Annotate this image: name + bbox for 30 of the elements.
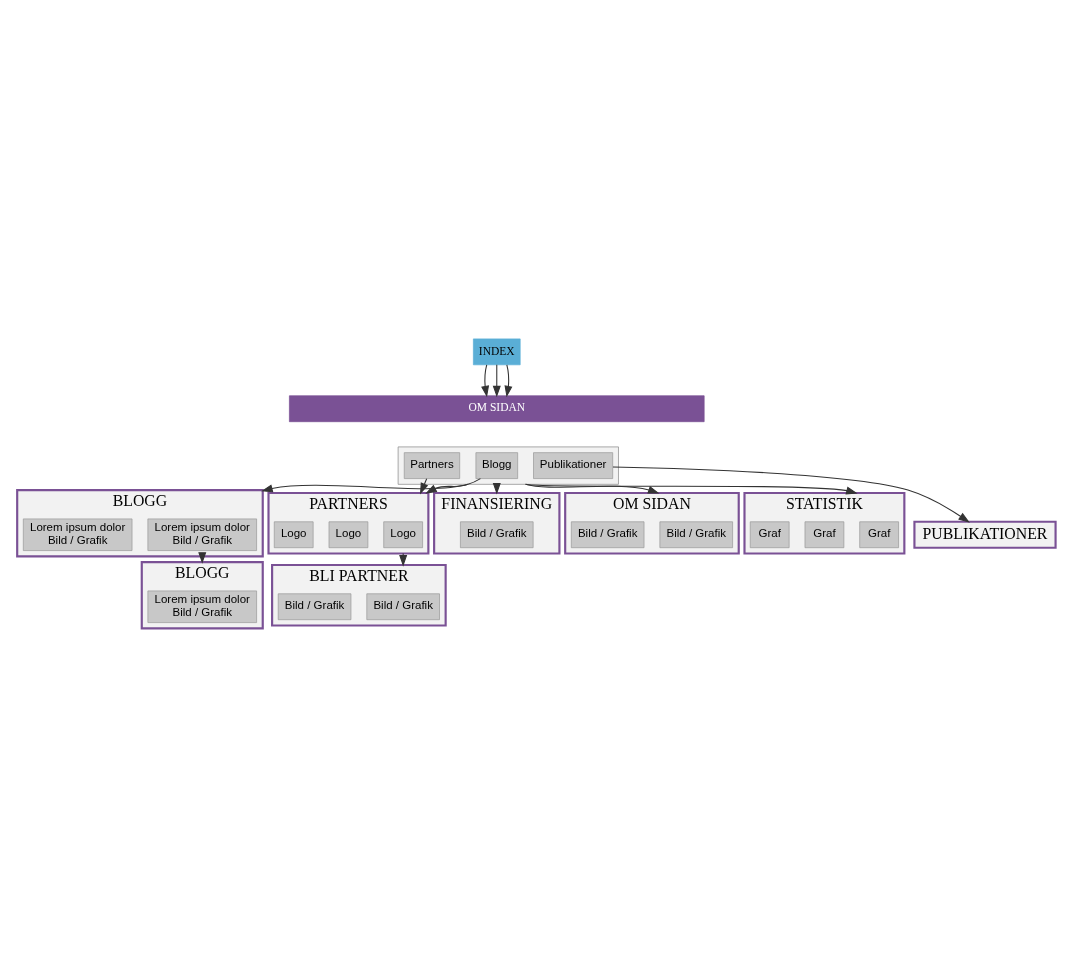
arrow: [399, 552, 408, 567]
node-box: PUBLIKATIONER: [913, 520, 1057, 549]
node-box: Blogg: [475, 452, 518, 479]
arrow: [492, 364, 501, 398]
node-box: Partners: [403, 452, 461, 479]
node-box: Logo: [328, 521, 369, 549]
arrow: [504, 364, 513, 398]
arrow: [525, 483, 858, 495]
node-box: Bild / Grafik: [659, 521, 733, 549]
node-box: Bild / Grafik: [277, 593, 352, 621]
arrow: [525, 483, 660, 494]
node-box: Graf: [749, 521, 790, 549]
node-box: Bild / Grafik: [460, 521, 534, 549]
arrow: [425, 483, 469, 494]
arrow: [420, 478, 429, 495]
node-box: Publikationer: [533, 452, 614, 479]
node-box: Bild / Grafik: [570, 521, 645, 549]
node-box: Bild / Grafik: [366, 593, 440, 621]
arrow: [612, 466, 970, 523]
node-box: Lorem ipsum dolor Bild / Grafik: [147, 518, 257, 551]
node-box: OM SIDAN: [289, 395, 705, 423]
node-box: Logo: [273, 521, 314, 549]
arrow: [481, 364, 490, 398]
arrow: [261, 478, 481, 493]
node-box: INDEX: [473, 338, 521, 366]
node-box: Lorem ipsum dolor Bild / Grafik: [147, 590, 257, 623]
node-box: Graf: [804, 521, 845, 549]
node-box: Logo: [383, 521, 423, 549]
node-box: Lorem ipsum dolor Bild / Grafik: [22, 518, 133, 551]
node-box: Graf: [859, 521, 899, 549]
